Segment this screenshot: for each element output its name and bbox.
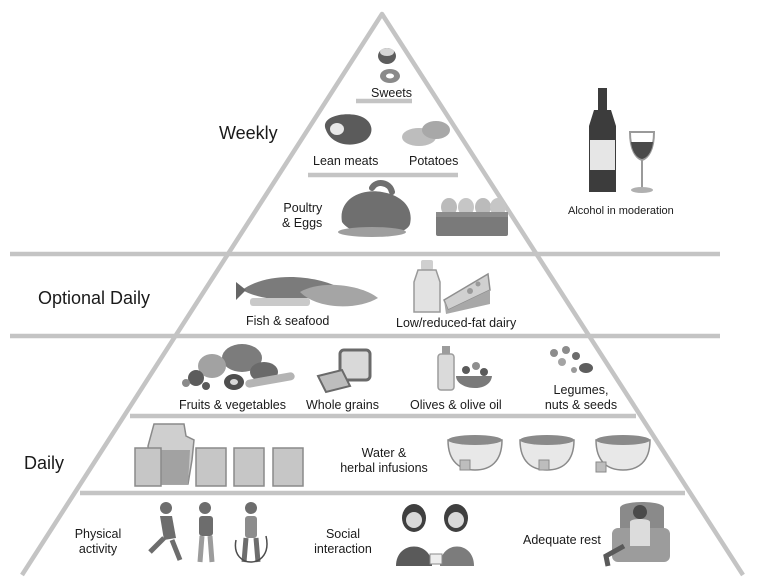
label-social-line1: Social	[325, 527, 361, 541]
tier-label-optional-daily: Optional Daily	[38, 288, 151, 308]
label-poultry-line2: & Eggs	[282, 216, 323, 230]
label-potatoes: Potatoes	[409, 154, 459, 168]
label-water: Water & herbal infusions	[336, 446, 432, 476]
label-legumes: Legumes, nuts & seeds	[540, 383, 622, 413]
label-physical-activity: Physical activity	[70, 527, 126, 557]
physical-activity-icon	[148, 502, 268, 563]
fruits-vegetables-icon	[182, 344, 295, 390]
pyramid-outline	[20, 11, 745, 577]
egg-carton-icon	[436, 198, 508, 236]
label-dairy: Low/reduced-fat dairy	[396, 316, 517, 330]
label-physical-line2: activity	[78, 542, 118, 556]
label-sweets: Sweets	[371, 86, 412, 100]
label-poultry-line1: Poultry	[283, 201, 323, 215]
label-poultry-eggs: Poultry & Eggs	[282, 201, 322, 231]
sweets-icon	[378, 48, 400, 83]
label-legumes-line1: Legumes,	[553, 383, 609, 397]
potatoes-icon	[402, 121, 450, 146]
wine-bottle-icon	[589, 88, 616, 192]
label-alcohol: Alcohol in moderation	[568, 205, 674, 217]
label-adequate-rest: Adequate rest	[523, 533, 601, 547]
label-whole-grains: Whole grains	[306, 398, 379, 412]
adequate-rest-icon	[603, 502, 670, 567]
olive-oil-icon	[437, 346, 492, 391]
roast-chicken-icon	[338, 180, 411, 237]
label-legumes-line2: nuts & seeds	[544, 398, 618, 412]
label-olives: Olives & olive oil	[410, 398, 502, 412]
label-lean-meats: Lean meats	[313, 154, 379, 168]
social-interaction-icon	[396, 504, 474, 566]
label-social-line2: interaction	[314, 542, 372, 556]
label-social-interaction: Social interaction	[306, 527, 380, 557]
cheese-icon	[443, 272, 491, 314]
lean-meats-icon	[324, 114, 372, 145]
legumes-icon	[550, 346, 593, 373]
tier-dividers	[10, 98, 720, 496]
wine-glass-icon	[628, 131, 656, 193]
tea-cups-icon	[447, 435, 651, 473]
label-water-line1: Water &	[361, 446, 407, 460]
water-glasses-icon	[134, 447, 304, 487]
tier-label-weekly: Weekly	[219, 123, 278, 143]
fish-icon	[236, 276, 378, 307]
label-water-line2: herbal infusions	[340, 461, 428, 475]
label-fish: Fish & seafood	[246, 314, 330, 328]
label-fruits-vegetables: Fruits & vegetables	[179, 398, 286, 412]
tier-label-daily: Daily	[24, 453, 65, 473]
label-physical-line1: Physical	[74, 527, 122, 541]
bread-icon	[316, 348, 372, 394]
milk-bottle-icon	[413, 260, 441, 313]
